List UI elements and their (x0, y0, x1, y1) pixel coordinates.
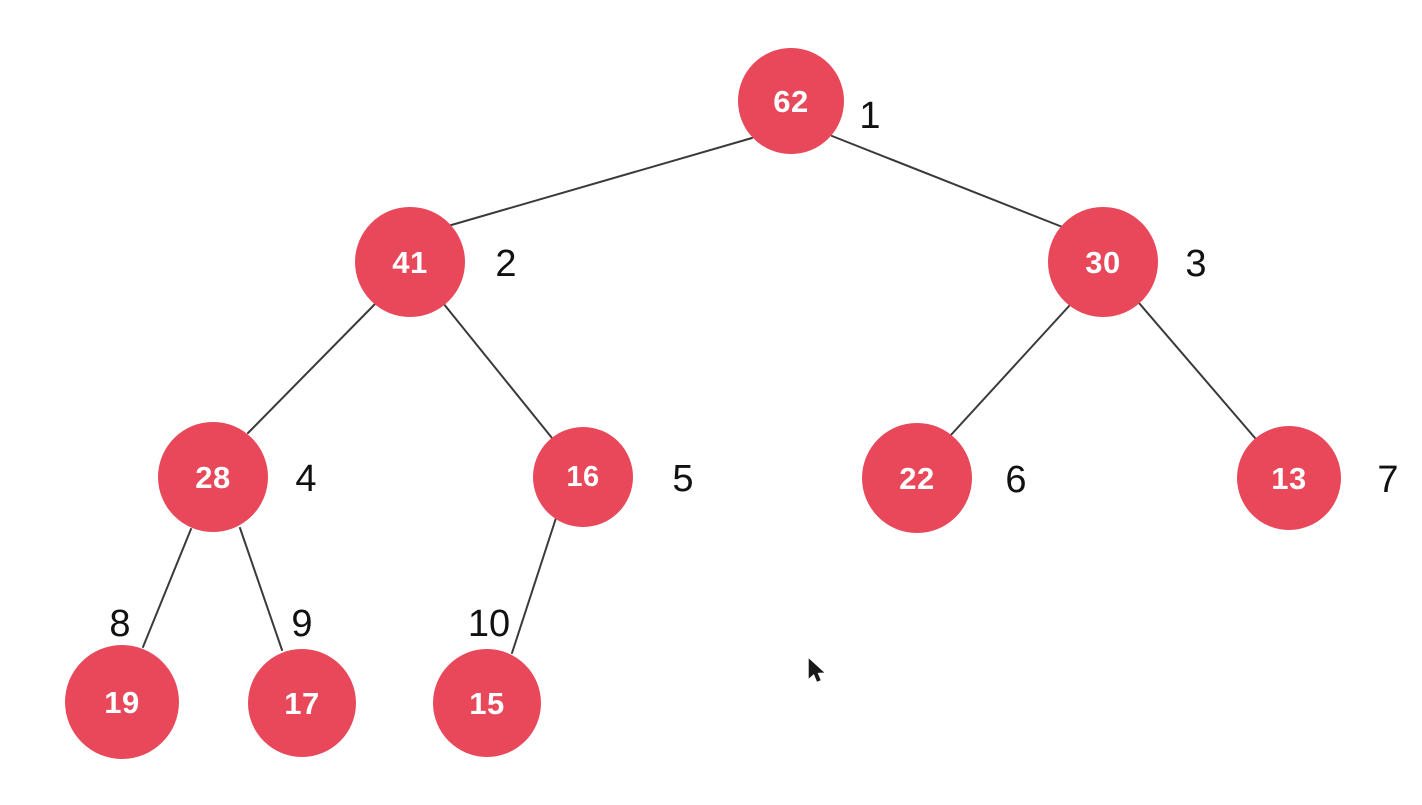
tree-node-index-3: 3 (1185, 243, 1207, 285)
tree-node-value: 28 (195, 459, 231, 495)
tree-node-41[interactable]: 41 (355, 207, 465, 317)
tree-node-22[interactable]: 22 (862, 423, 972, 533)
tree-node-19[interactable]: 19 (65, 645, 179, 759)
tree-node-16[interactable]: 16 (533, 427, 633, 527)
tree-node-index-8: 8 (109, 603, 131, 645)
tree-edge-n3-n6 (949, 304, 1071, 437)
tree-node-value: 22 (899, 460, 935, 496)
tree-node-30[interactable]: 30 (1048, 207, 1158, 317)
tree-node-index-4: 4 (295, 458, 317, 500)
tree-edge-n4-n8 (142, 528, 192, 648)
tree-edge-n4-n9 (239, 527, 283, 651)
tree-node-value: 13 (1271, 460, 1307, 496)
tree-node-index-2: 2 (495, 243, 517, 285)
tree-edge-n5-n10 (511, 517, 557, 654)
tree-node-value: 62 (773, 83, 809, 119)
tree-edge-n1-n3 (831, 135, 1066, 229)
tree-node-value: 30 (1085, 244, 1121, 280)
tree-node-value: 17 (284, 685, 320, 721)
tree-node-value: 41 (392, 244, 428, 280)
tree-node-28[interactable]: 28 (158, 422, 268, 532)
tree-node-value: 15 (469, 685, 505, 721)
tree-node-15[interactable]: 15 (433, 649, 541, 757)
tree-node-index-6: 6 (1005, 459, 1027, 501)
tree-node-index-1: 1 (859, 95, 881, 137)
tree-node-value: 16 (566, 460, 600, 493)
tree-node-13[interactable]: 13 (1237, 426, 1341, 530)
tree-node-index-10: 10 (467, 603, 511, 645)
tree-node-index-9: 9 (291, 603, 313, 645)
tree-node-value: 19 (104, 684, 140, 720)
tree-edge-n1-n2 (447, 137, 753, 227)
tree-edge-n2-n5 (442, 302, 553, 439)
tree-node-17[interactable]: 17 (248, 649, 356, 757)
mouse-pointer-icon (808, 658, 825, 682)
tree-node-index-5: 5 (672, 458, 694, 500)
tree-edge-n2-n4 (247, 303, 376, 434)
tree-edge-n3-n7 (1138, 302, 1256, 439)
tree-node-62[interactable]: 62 (738, 48, 844, 154)
tree-node-index-7: 7 (1377, 459, 1399, 501)
